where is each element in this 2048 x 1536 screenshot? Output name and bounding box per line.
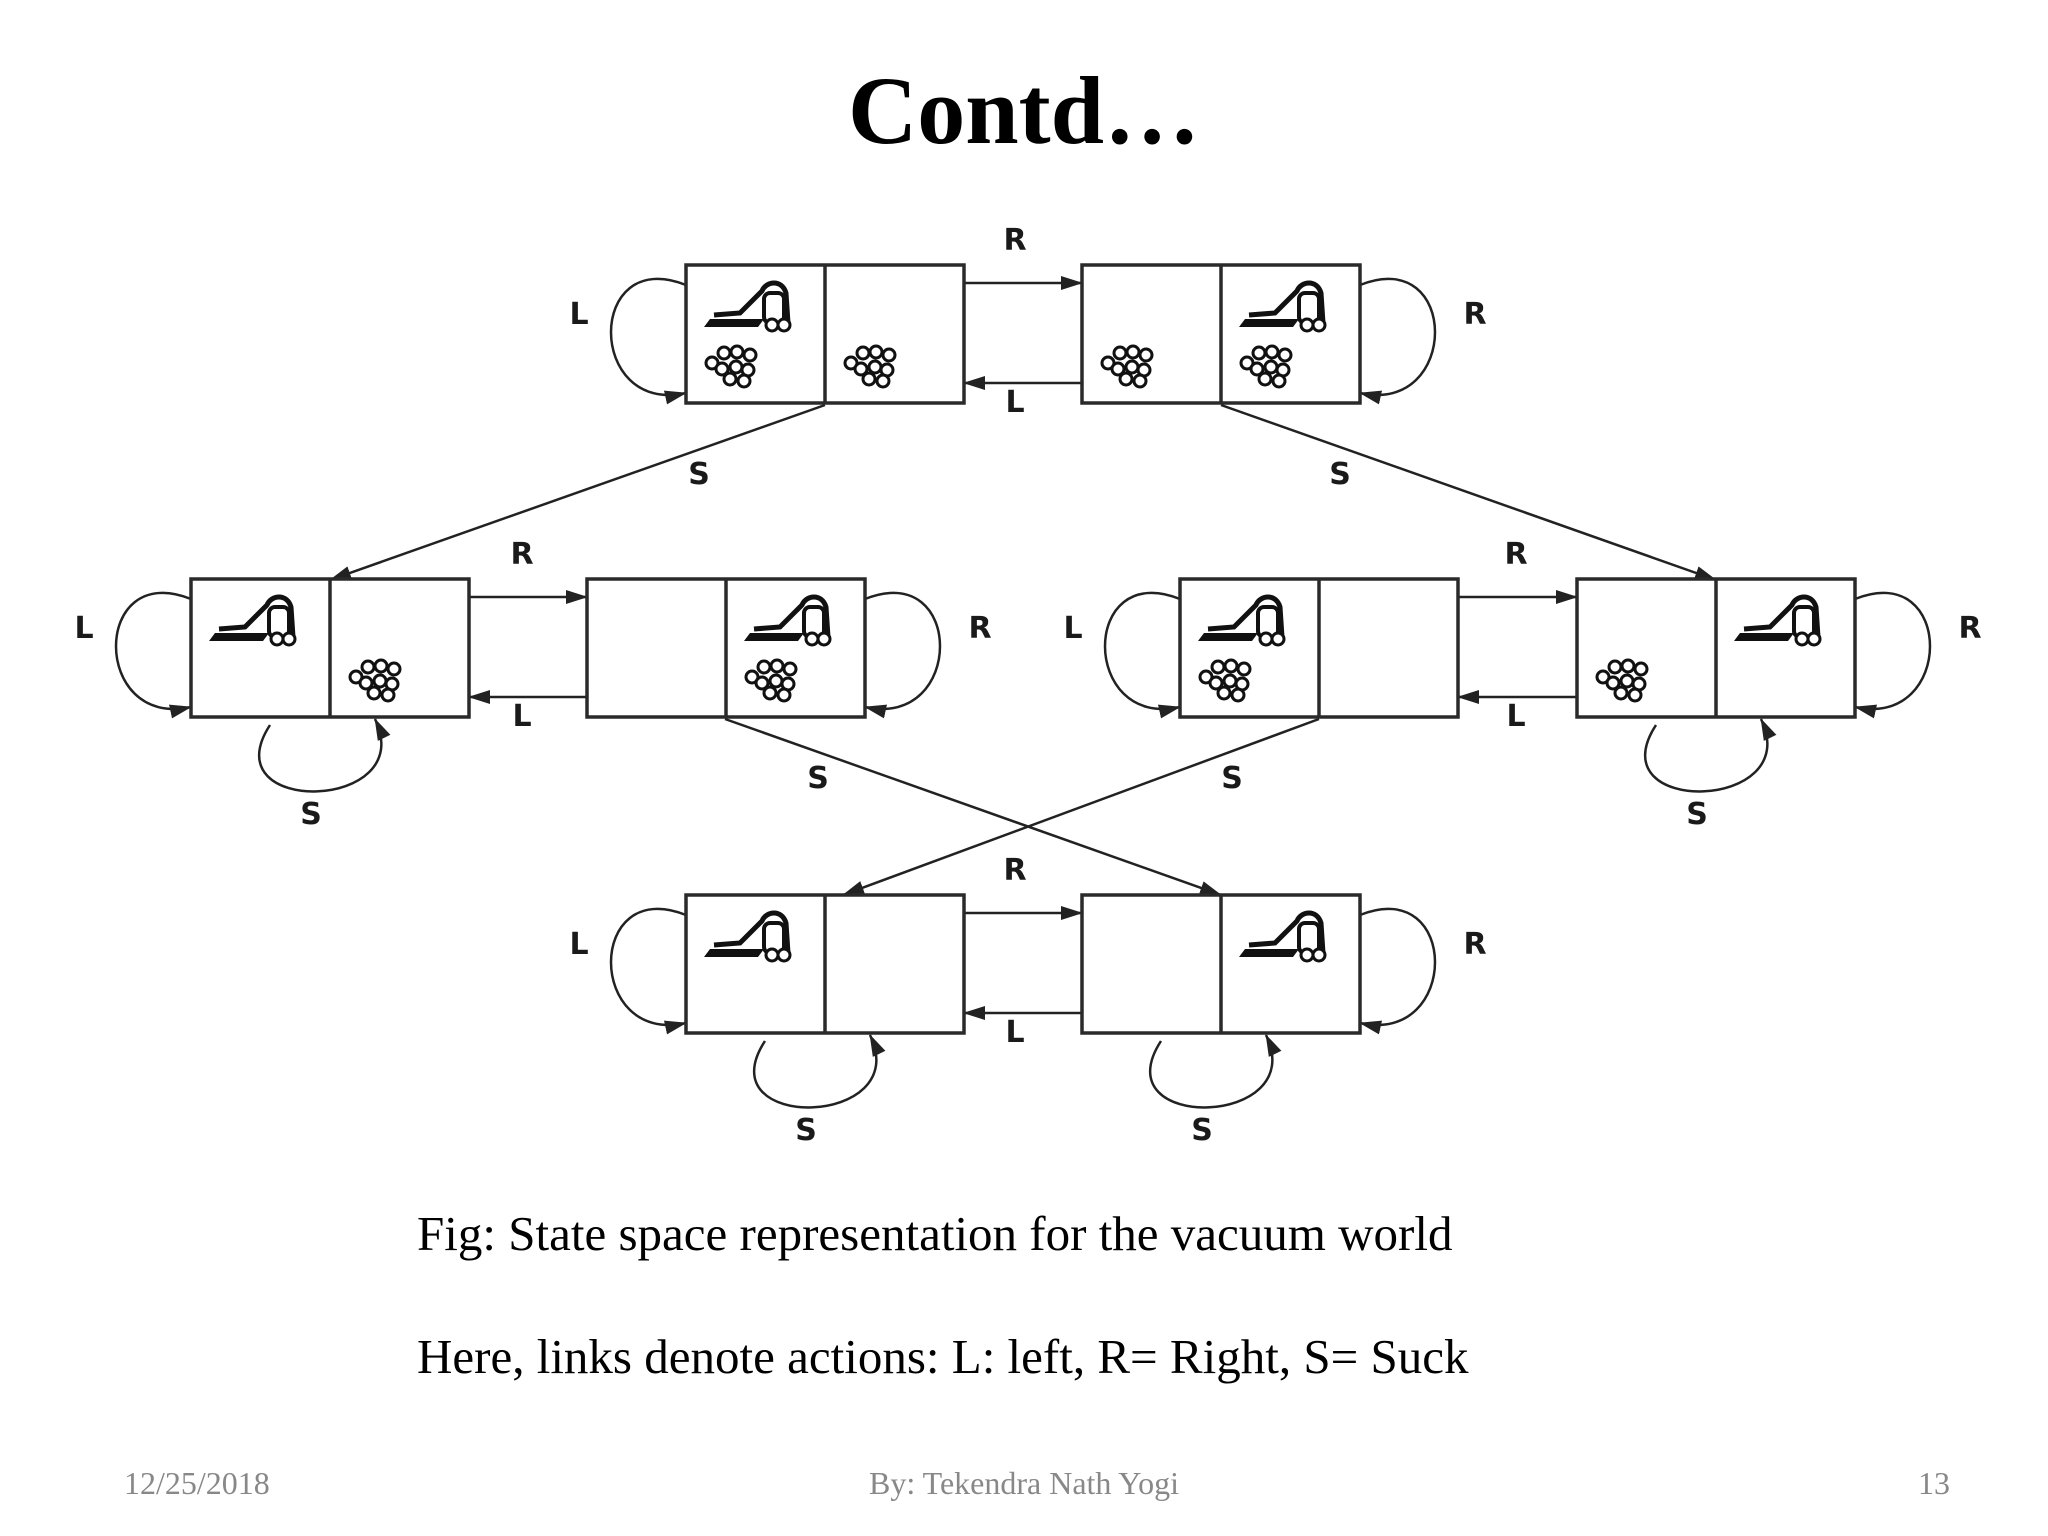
- transition-arrow: [329, 403, 826, 582]
- state-nodes: [189, 263, 1857, 1035]
- action-label: S: [1191, 1113, 1213, 1148]
- action-label: L: [569, 927, 588, 962]
- action-label: R: [968, 611, 991, 646]
- action-label: R: [1463, 927, 1486, 962]
- footer-date: 12/25/2018: [124, 1465, 270, 1501]
- footer-author: By: Tekendra Nath Yogi: [868, 1465, 1180, 1501]
- transition-arrow: [1854, 591, 1932, 719]
- state-node: [1178, 577, 1460, 719]
- state-node: [684, 263, 966, 405]
- action-label: L: [1063, 611, 1082, 646]
- action-label: S: [1221, 761, 1243, 796]
- transition-edges: [114, 276, 1932, 1109]
- transition-arrow: [609, 907, 687, 1035]
- action-label: R: [510, 537, 533, 572]
- transition-arrow: [1149, 1034, 1282, 1109]
- action-label: S: [1329, 457, 1351, 492]
- transition-arrow: [1103, 591, 1181, 719]
- action-label: L: [74, 611, 93, 646]
- slide-title: Contd…: [847, 57, 1201, 164]
- action-label: L: [1005, 385, 1024, 420]
- action-label: R: [1463, 297, 1486, 332]
- transition-arrow: [753, 1034, 886, 1109]
- action-label: S: [1686, 797, 1708, 832]
- action-label: S: [688, 457, 710, 492]
- actions-legend: Here, links denote actions: L: left, R= …: [417, 1329, 1469, 1384]
- action-label: S: [300, 797, 322, 832]
- action-labels: R L R L R L R L L L L L R R R R S S S S S S S S: [74, 223, 1981, 1148]
- action-label: S: [795, 1113, 817, 1148]
- transition-arrow: [1220, 403, 1717, 582]
- transition-arrow: [724, 717, 1222, 897]
- action-label: S: [807, 761, 829, 796]
- transition-arrow: [1359, 907, 1437, 1035]
- transition-arrow: [1359, 277, 1437, 405]
- state-node: [1080, 263, 1362, 405]
- transition-arrow: [114, 591, 192, 719]
- action-label: R: [1958, 611, 1981, 646]
- transition-arrow: [842, 717, 1320, 897]
- action-label: L: [512, 699, 531, 734]
- action-label: L: [569, 297, 588, 332]
- transition-arrow: [258, 718, 391, 793]
- action-label: R: [1504, 537, 1527, 572]
- action-label: R: [1003, 853, 1026, 888]
- state-node: [684, 893, 966, 1035]
- transition-arrow: [864, 591, 942, 719]
- footer-page-number: 13: [1918, 1465, 1950, 1501]
- action-label: L: [1506, 699, 1525, 734]
- action-label: L: [1005, 1015, 1024, 1050]
- transition-arrow: [1644, 718, 1777, 793]
- state-node: [585, 577, 867, 719]
- action-label: R: [1003, 223, 1026, 258]
- state-node: [1575, 577, 1857, 719]
- state-node: [189, 577, 471, 719]
- state-node: [1080, 893, 1362, 1035]
- transition-arrow: [609, 277, 687, 405]
- figure-caption: Fig: State space representation for the …: [417, 1206, 1453, 1261]
